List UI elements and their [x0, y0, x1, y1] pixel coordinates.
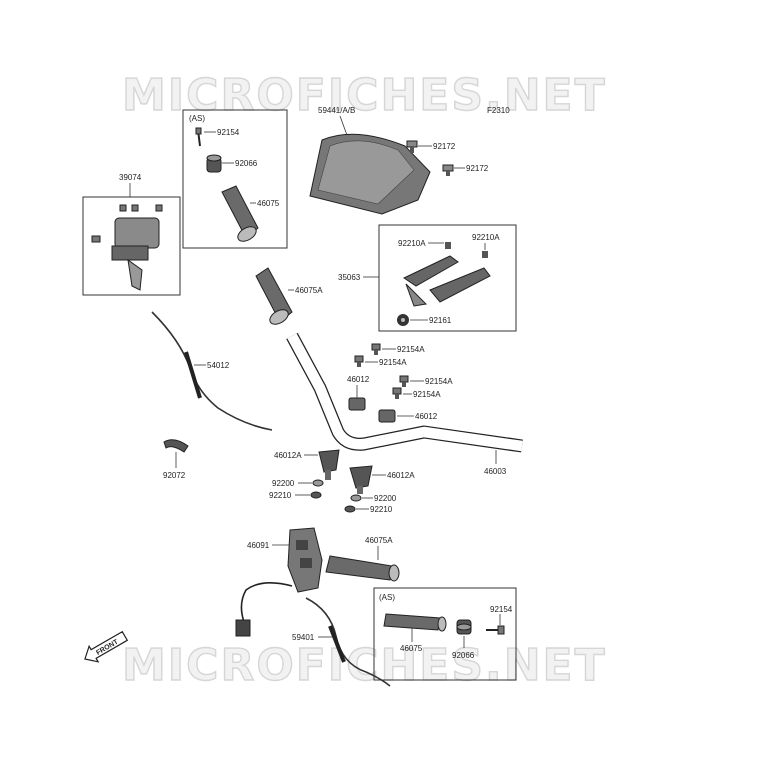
- label-46012-left: 46012: [347, 375, 370, 384]
- box-35063: [378, 224, 517, 332]
- as-group-box-top: [182, 109, 288, 249]
- label-92154a-2: 92154A: [379, 358, 407, 367]
- label-92154a-3: 92154A: [425, 377, 453, 386]
- as-group-label-bottom: (AS): [379, 593, 395, 602]
- switch-46091-part: [235, 527, 323, 637]
- label-92154a-4: 92154A: [413, 390, 441, 399]
- label-92210a-right: 92210A: [472, 233, 500, 242]
- label-46012a-right: 46012A: [387, 471, 415, 480]
- label-92072: 92072: [163, 471, 186, 480]
- label-46075a-top: 46075A: [295, 286, 323, 295]
- grip-46075-top-part: [221, 185, 259, 242]
- bolt-92154a-1-part: [371, 343, 381, 355]
- nut-92210-right-part: [344, 505, 356, 513]
- label-46012-right: 46012: [415, 412, 438, 421]
- label-46012a-left: 46012A: [274, 451, 302, 460]
- label-46075a-bottom: 46075A: [365, 536, 393, 545]
- label-59441: 59441/A/B: [318, 106, 355, 115]
- screw-92172-b-part: [442, 164, 454, 176]
- label-46003: 46003: [484, 467, 507, 476]
- washer-92200-left-part: [312, 479, 324, 487]
- label-92066-top: 92066: [235, 159, 258, 168]
- bolt-92154a-3-part: [399, 375, 409, 387]
- as-group-label-top: (AS): [189, 114, 205, 123]
- label-35063: 35063: [338, 273, 361, 282]
- bracket-35063-part: [402, 242, 491, 307]
- as-group-box-bottom: [373, 587, 517, 681]
- label-39074: 39074: [119, 173, 142, 182]
- label-92154-bottom: 92154: [490, 605, 513, 614]
- label-92172-b: 92172: [466, 164, 489, 173]
- nut-92210-left-part: [310, 491, 322, 499]
- label-92154a-1: 92154A: [397, 345, 425, 354]
- label-54012: 54012: [207, 361, 230, 370]
- label-92172-a: 92172: [433, 142, 456, 151]
- label-92154-top: 92154: [217, 128, 240, 137]
- label-46075-top: 46075: [257, 199, 280, 208]
- bolt-92154-bottom-part: [486, 625, 505, 635]
- bolt-92154a-2-part: [354, 355, 364, 367]
- washer-92200-right-part: [350, 494, 362, 502]
- box-39074: [82, 196, 181, 296]
- grip-46075-bottom-part: [383, 613, 447, 632]
- label-92161: 92161: [429, 316, 452, 325]
- weight-92066-bottom-part: [456, 619, 472, 635]
- cable-59401-part: [305, 597, 391, 687]
- clamp-92072-part: [163, 439, 189, 453]
- windshield-59441-part: [309, 133, 431, 215]
- label-92066-bottom: 92066: [452, 651, 475, 660]
- grip-46075a-top-part: [255, 267, 293, 325]
- nut-92161-part: [397, 314, 409, 326]
- bolt-92154-top-part: [195, 127, 202, 147]
- label-92210a-left: 92210A: [398, 239, 426, 248]
- holder-46012-left-part: [348, 397, 366, 411]
- master-cylinder-39074-part: [91, 204, 163, 291]
- holder-46012a-right-part: [349, 465, 373, 494]
- figure-code: F2310: [487, 106, 510, 115]
- bolt-92154a-4-part: [392, 387, 402, 399]
- label-92200-right: 92200: [374, 494, 397, 503]
- label-92200-left: 92200: [272, 479, 295, 488]
- holder-46012a-left-part: [318, 449, 340, 480]
- label-46091: 46091: [247, 541, 270, 550]
- handlebar-46003-part: [286, 332, 523, 453]
- weight-92066-top-part: [206, 154, 222, 173]
- label-59401: 59401: [292, 633, 315, 642]
- watermark-bottom: MICROFICHES.NET: [122, 640, 607, 691]
- label-46075-bottom: 46075: [400, 644, 423, 653]
- grip-46075a-bottom-part: [325, 555, 400, 582]
- label-92210-right: 92210: [370, 505, 393, 514]
- cable-54012-part: [151, 311, 273, 431]
- holder-46012-right-part: [378, 409, 396, 423]
- screw-92172-a-part: [406, 140, 418, 153]
- label-92210-left: 92210: [269, 491, 292, 500]
- watermark-top: MICROFICHES.NET: [122, 70, 607, 121]
